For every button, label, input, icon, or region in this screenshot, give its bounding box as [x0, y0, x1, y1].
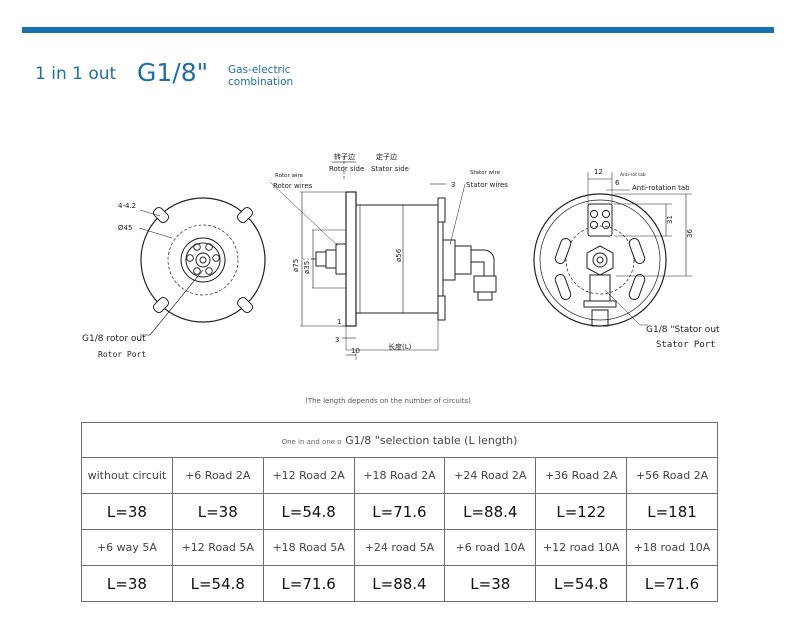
- title-one-in-one-out: 1 in 1 out: [35, 64, 117, 84]
- table-header: +56 Road 2A: [626, 457, 718, 494]
- table-value: L=38: [171, 493, 264, 530]
- left-front-view: [138, 197, 266, 336]
- dim-diameter-45: Ø45: [118, 224, 132, 232]
- table-value: L=88.4: [353, 565, 446, 602]
- dim-3-top: 3: [451, 181, 455, 189]
- table-value: L=122: [535, 493, 628, 530]
- dim-hole-label: 4-4.2: [118, 202, 136, 210]
- dim-3-bottom: 3: [335, 336, 339, 344]
- dim-diameter-35: ø35: [303, 261, 311, 274]
- center-side-view: [269, 156, 497, 360]
- table-value: L=38: [81, 493, 173, 530]
- dim-36: 36: [686, 229, 694, 238]
- stator-side-cn: 定子边: [376, 152, 397, 161]
- table-value: L=54.8: [262, 493, 355, 530]
- selection-table: One in and one o G1/8 "selection table (…: [81, 422, 718, 602]
- table-row-values-2: L=38 L=54.8 L=71.6 L=88.4 L=38 L=54.8 L=…: [81, 565, 718, 602]
- rotor-side-cn: 转子边: [334, 152, 355, 161]
- subtitle-line-2: combination: [228, 76, 294, 88]
- table-value: L=71.6: [353, 493, 446, 530]
- table-value: L=54.8: [171, 565, 264, 602]
- table-title: One in and one o G1/8 "selection table (…: [81, 422, 718, 458]
- table-value: L=54.8: [535, 565, 628, 602]
- table-header: +18 Road 2A: [353, 457, 446, 494]
- stator-side-label: Stator side: [371, 165, 409, 173]
- table-row-headers-1: without circuit +6 Road 2A +12 Road 2A +…: [81, 457, 718, 494]
- right-port-label-2: Stator Port: [656, 340, 716, 350]
- dim-31: 31: [666, 215, 674, 224]
- table-header: +12 Road 5A: [171, 529, 264, 566]
- table-header: +12 Road 2A: [262, 457, 355, 494]
- right-back-view: [533, 172, 692, 327]
- table-header: +6 road 10A: [444, 529, 537, 566]
- rotor-wire-small: Rotor wire: [275, 173, 304, 179]
- table-header: +6 way 5A: [81, 529, 173, 566]
- technical-drawing: 4-4.2 Ø45 G1/8 rotor out Rotor Port 转子边 …: [82, 152, 720, 360]
- anti-rotation-tab-label: Anti-rotation tab: [632, 184, 690, 192]
- dim-diameter-56: ø56: [395, 248, 403, 262]
- length-caption: (The length depends on the number of cir…: [305, 397, 471, 405]
- table-title-row: One in and one o G1/8 "selection table (…: [81, 422, 718, 458]
- top-accent-bar: [22, 27, 774, 33]
- right-port-label-1: G1/8 "Stator out: [646, 325, 720, 335]
- tab-small-label: Anti-rot tab: [620, 172, 646, 178]
- rotor-side-label: Rotor side: [329, 165, 364, 173]
- dim-diameter-75: ø75: [292, 259, 300, 272]
- table-header: +18 road 10A: [626, 529, 718, 566]
- dim-6: 6: [615, 179, 620, 187]
- subtitle-line-1: Gas-electric: [228, 64, 291, 76]
- table-header: +36 Road 2A: [535, 457, 628, 494]
- table-header: without circuit: [81, 457, 173, 494]
- table-value: L=88.4: [444, 493, 537, 530]
- table-header: +6 Road 2A: [171, 457, 264, 494]
- dim-12: 12: [594, 168, 603, 176]
- left-port-label-1: G1/8 rotor out: [82, 334, 146, 344]
- table-row-headers-2: +6 way 5A +12 Road 5A +18 Road 5A +24 ro…: [81, 529, 718, 566]
- table-value: L=38: [444, 565, 537, 602]
- stator-wire-small: Stator wire: [470, 170, 501, 176]
- table-value: L=38: [81, 565, 173, 602]
- title-subtitle: Gas-electric combination: [228, 64, 293, 88]
- table-row-values-1: L=38 L=38 L=54.8 L=71.6 L=88.4 L=122 L=1…: [81, 493, 718, 530]
- table-value: L=71.6: [262, 565, 355, 602]
- table-header: +12 road 10A: [535, 529, 628, 566]
- dim-10: 10: [351, 347, 360, 355]
- dim-1: 1: [337, 318, 341, 326]
- table-header: +18 Road 5A: [262, 529, 355, 566]
- table-value: L=181: [626, 493, 718, 530]
- dim-length: 长度(L): [388, 342, 412, 351]
- title-thread-size: G1/8": [137, 58, 209, 87]
- table-title-main: G1/8 "selection table (L length): [345, 433, 518, 447]
- table-header: +24 road 5A: [353, 529, 446, 566]
- stator-wires-label: Stator wires: [466, 181, 508, 189]
- table-header: +24 Road 2A: [444, 457, 537, 494]
- left-port-label-2: Rotor Port: [98, 350, 146, 359]
- table-value: L=71.6: [626, 565, 718, 602]
- table-title-prefix: One in and one o: [281, 437, 342, 446]
- rotor-wires-label: Rotor wires: [273, 182, 313, 190]
